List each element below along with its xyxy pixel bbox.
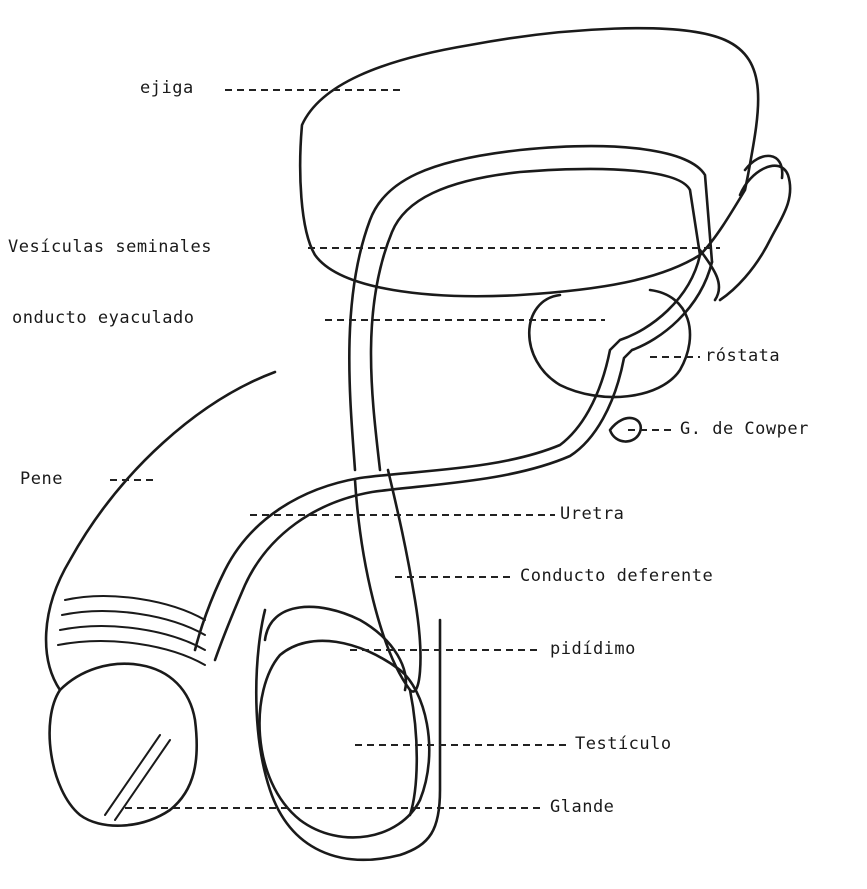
label-cowper: G. de Cowper bbox=[680, 419, 809, 439]
seminal-vesicle-inner bbox=[700, 250, 719, 300]
label-epididimo: pidídimo bbox=[550, 639, 636, 659]
epididymis-shape bbox=[265, 607, 406, 690]
scrotum-shape bbox=[256, 610, 440, 860]
deferent-descending bbox=[355, 470, 420, 692]
urethra-line-outer bbox=[195, 255, 700, 650]
label-vesiculas-seminales: Vesículas seminales bbox=[8, 237, 212, 257]
prostate-shape bbox=[529, 290, 690, 397]
seminal-vesicle-shape bbox=[720, 166, 790, 300]
label-glande: Glande bbox=[550, 797, 614, 817]
cowper-gland-shape bbox=[610, 418, 641, 442]
foreskin-rings bbox=[58, 596, 205, 665]
label-uretra: Uretra bbox=[560, 504, 624, 524]
label-pene: Pene bbox=[20, 469, 63, 489]
glans-shape bbox=[50, 664, 197, 826]
label-prostata: róstata bbox=[705, 346, 780, 366]
label-conducto-eyaculador: onducto eyaculado bbox=[12, 308, 195, 328]
vas-deferens-outer bbox=[349, 146, 712, 470]
urethra-line-inner bbox=[215, 262, 712, 660]
label-conducto-deferente: Conducto deferente bbox=[520, 566, 713, 586]
deferent-tail bbox=[410, 690, 417, 815]
label-vejiga: ejiga bbox=[140, 78, 194, 98]
label-testiculo: Testículo bbox=[575, 734, 672, 754]
